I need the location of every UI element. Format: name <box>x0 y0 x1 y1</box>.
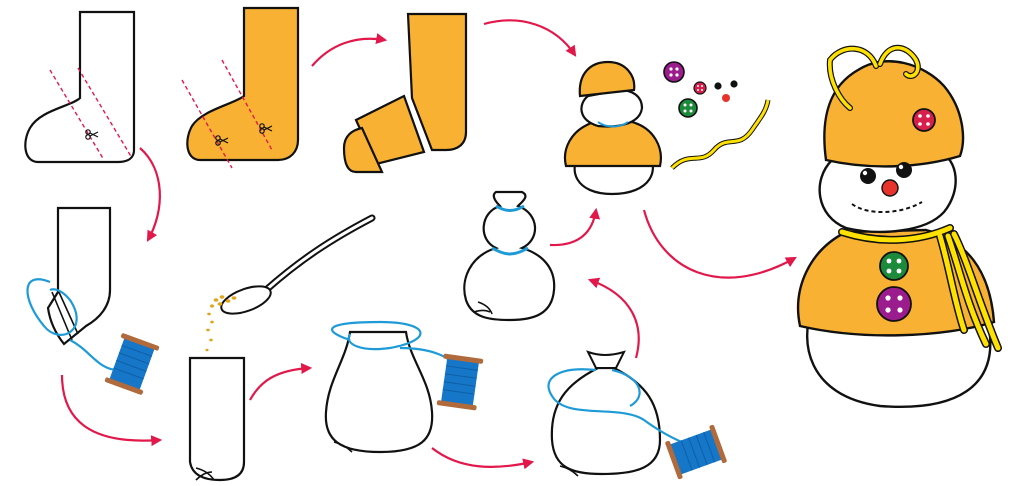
thread-spool-icon <box>665 424 728 479</box>
thread-spool-icon <box>437 353 484 410</box>
button-icon <box>877 287 911 321</box>
step-decorations <box>664 62 768 168</box>
arrow-1 <box>312 39 385 66</box>
tied-knot <box>588 352 624 368</box>
step-snowman-shaped <box>464 192 554 320</box>
step-wrapping-thread <box>326 322 484 452</box>
eye-bead-icon <box>714 82 721 89</box>
arrow-3 <box>140 148 160 240</box>
step-white-sock-tied <box>27 208 159 395</box>
button-icon <box>880 252 908 280</box>
thread-spool-icon <box>104 333 159 396</box>
white-sock <box>25 12 134 162</box>
button-icon <box>913 109 935 131</box>
arrow-9 <box>644 210 795 278</box>
snowman-hat <box>824 61 963 166</box>
arrow-8 <box>550 210 596 245</box>
arrow-2 <box>484 20 575 55</box>
button-icon <box>679 99 697 117</box>
button-icon <box>694 82 706 94</box>
step-spoon-filling <box>205 218 372 351</box>
spoon-icon <box>266 218 372 290</box>
sweater-piece <box>565 122 661 166</box>
step-orange-sock-pieces <box>344 14 466 172</box>
step-tied-top <box>549 352 728 480</box>
step-filled-sock <box>190 358 244 480</box>
orange-sock <box>187 8 298 160</box>
arrow-7 <box>590 280 639 358</box>
eye-bead-icon <box>730 80 737 87</box>
arrow-5 <box>250 368 310 400</box>
step-hat-and-sweater <box>565 62 661 194</box>
step-orange-sock-cut <box>182 8 298 168</box>
sock-tube-filled <box>190 358 244 480</box>
arrow-4 <box>62 375 160 441</box>
step-finished-snowman <box>798 48 998 407</box>
hat-piece <box>580 62 634 96</box>
arrow-6 <box>432 448 532 467</box>
nose-icon <box>882 180 898 196</box>
white-sock-tube <box>48 208 110 344</box>
button-icon <box>664 62 684 82</box>
step-white-sock-cut <box>25 12 134 162</box>
nose-bead-icon <box>722 94 730 102</box>
